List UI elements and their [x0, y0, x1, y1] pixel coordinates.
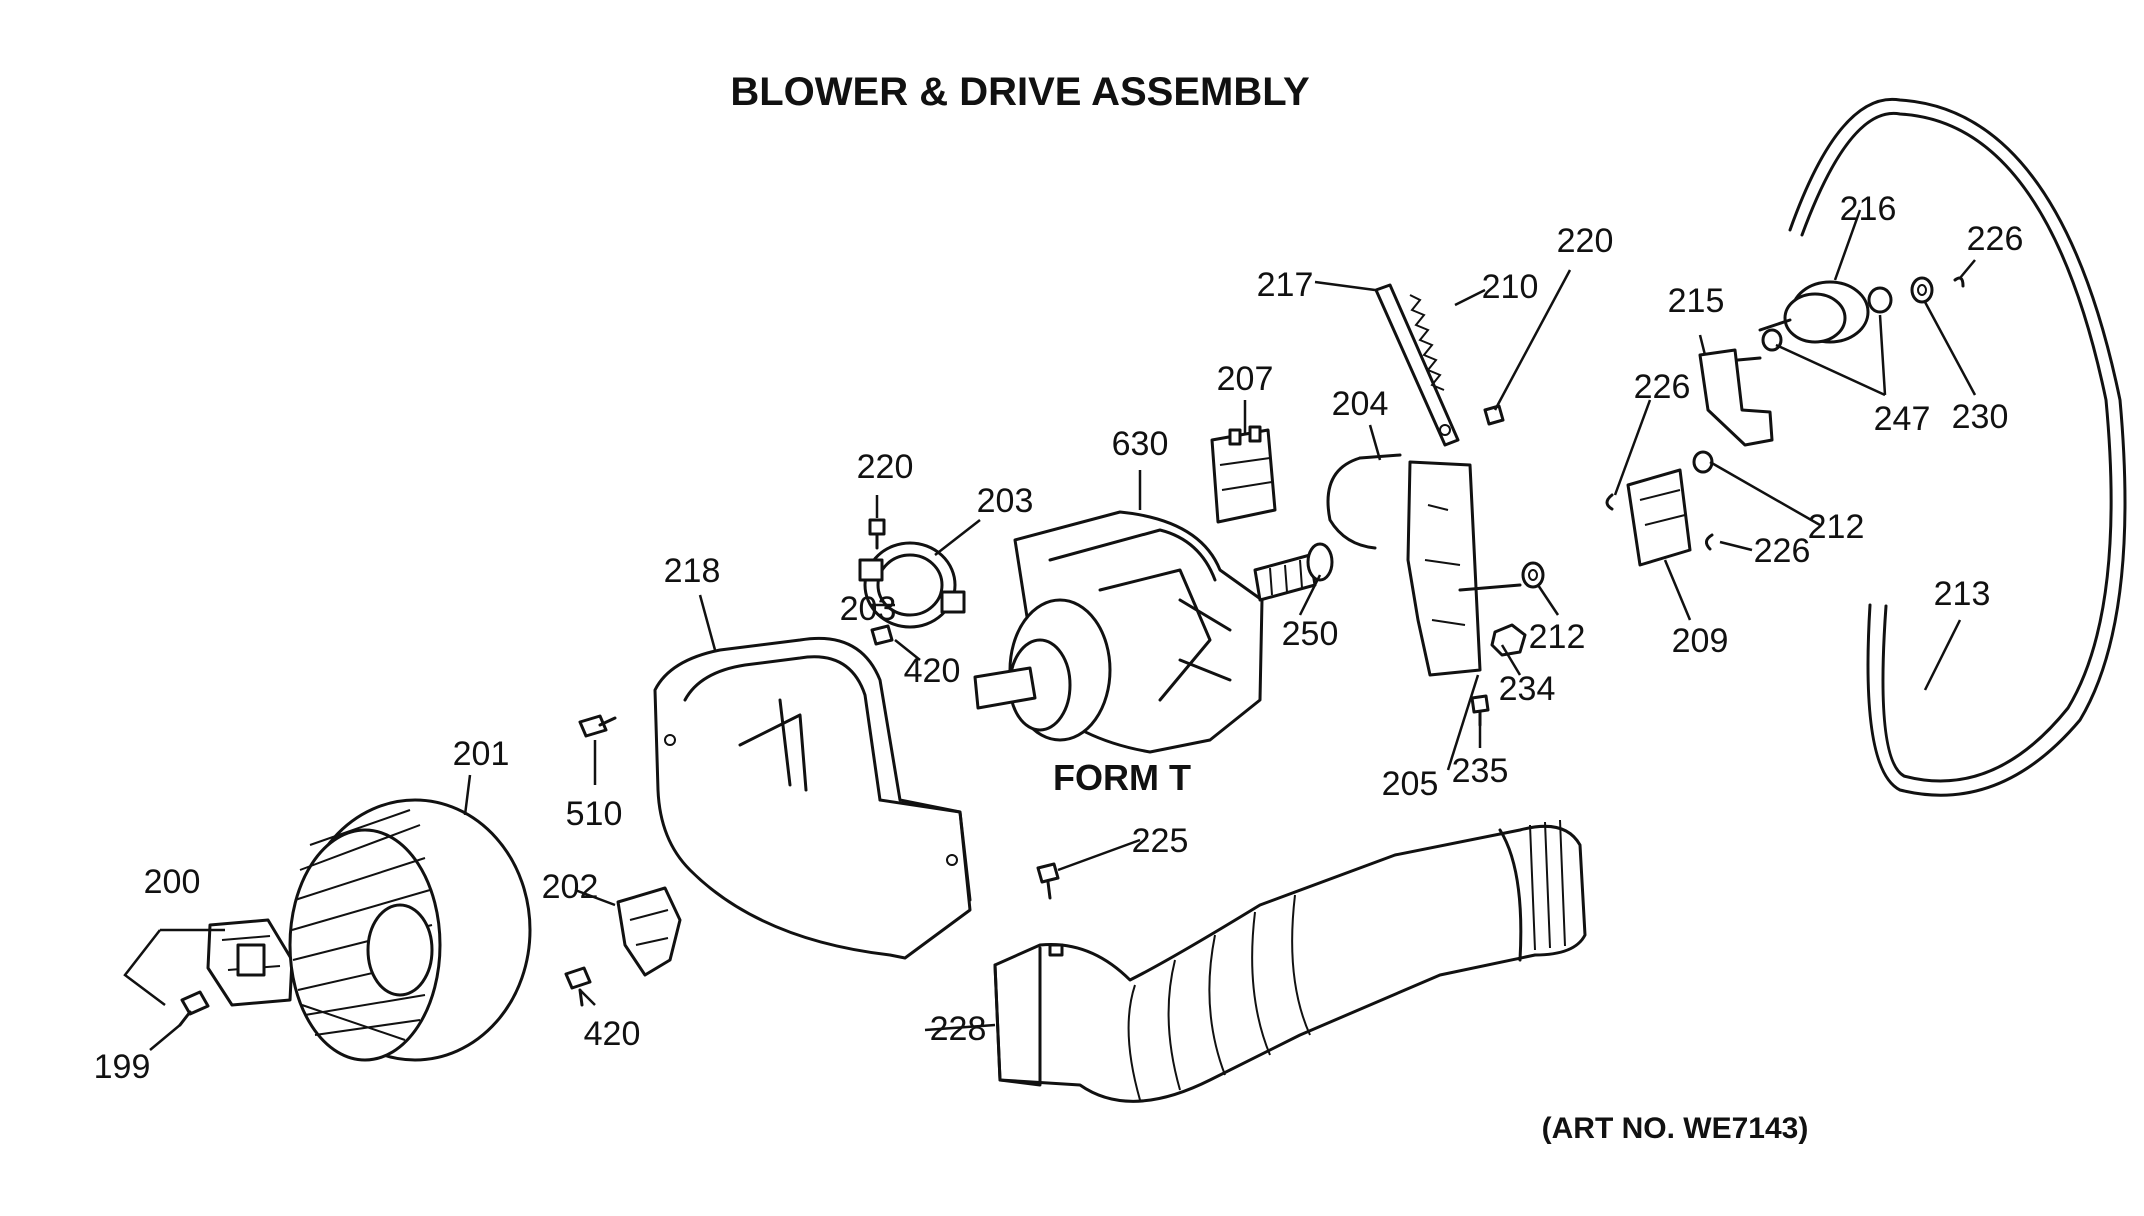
callout-205: 205: [1382, 765, 1439, 803]
idler-bracket-205: [1406, 460, 1522, 677]
callout-420-lower: 420: [584, 1015, 641, 1053]
nut-234: [1490, 623, 1527, 657]
callout-201: 201: [453, 735, 510, 773]
screw-235: [1470, 694, 1490, 727]
callout-226-lower: 226: [1754, 532, 1811, 570]
callout-217: 217: [1257, 266, 1314, 304]
clip-226-left: [1605, 493, 1614, 511]
diagram-title: BLOWER & DRIVE ASSEMBLY: [730, 70, 1310, 114]
screw-220-clamp: [868, 518, 886, 550]
callout-215: 215: [1668, 282, 1725, 320]
callout-226-top: 226: [1967, 220, 2024, 258]
drive-motor-630: [973, 510, 1334, 754]
bracket-209: [1626, 468, 1692, 567]
washer-212-right: [1692, 450, 1714, 474]
screw-420-lower: [564, 966, 592, 1007]
callout-235: 235: [1452, 752, 1509, 790]
callout-212-center: 212: [1529, 618, 1586, 656]
callout-207: 207: [1217, 360, 1274, 398]
bracket-200: [206, 918, 294, 1007]
switch-207: [1210, 425, 1277, 524]
washer-212-center: [1521, 561, 1545, 589]
washer-230: [1910, 276, 1934, 304]
blower-housing-218: [653, 636, 972, 960]
callout-226-left: 226: [1634, 368, 1691, 406]
blower-wheel-201: [288, 798, 532, 1062]
callout-218: 218: [664, 552, 721, 590]
callout-510: 510: [566, 795, 623, 833]
callout-420-upper: 420: [904, 652, 961, 690]
screw-510: [578, 714, 617, 738]
idler-arm-217: [1374, 283, 1460, 447]
callout-220-clamp: 220: [857, 448, 914, 486]
callout-225: 225: [1132, 822, 1189, 860]
clip-226-lower: [1705, 533, 1714, 551]
callout-228: 228: [930, 1010, 987, 1048]
exhaust-duct-228: [993, 819, 1587, 1103]
spring-210: [1409, 294, 1445, 391]
leader-lines: [123, 209, 1977, 1051]
callout-250: 250: [1282, 615, 1339, 653]
callout-200: 200: [144, 863, 201, 901]
callout-230: 230: [1952, 398, 2009, 436]
clip-202: [616, 886, 682, 977]
callout-212-right: 212: [1808, 508, 1865, 546]
screw-199: [178, 990, 210, 1027]
callout-213: 213: [1934, 575, 1991, 613]
screw-225: [1036, 862, 1060, 900]
callout-209: 209: [1672, 622, 1729, 660]
callout-202: 202: [542, 868, 599, 906]
callout-203-lower: 203: [840, 590, 897, 628]
callout-247: 247: [1874, 400, 1931, 438]
callout-204: 204: [1332, 385, 1389, 423]
clip-226-top: [1953, 276, 1965, 288]
model-label: FORM T: [1053, 757, 1191, 798]
callout-630: 630: [1112, 425, 1169, 463]
callout-210: 210: [1482, 268, 1539, 306]
clip-204: [1326, 453, 1402, 550]
callout-199: 199: [94, 1048, 151, 1086]
art-number: (ART NO. WE7143): [1542, 1112, 1809, 1145]
bracket-215: [1698, 348, 1774, 447]
callout-labels: 199 200 201 202 203 203 204 205 207 209 …: [94, 190, 2024, 1086]
callout-216: 216: [1840, 190, 1897, 228]
callout-220-arm: 220: [1557, 222, 1614, 260]
drive-belt-213: [1788, 97, 2127, 797]
bushing-247: [1761, 286, 1893, 352]
callout-234: 234: [1499, 670, 1556, 708]
callout-203-upper: 203: [977, 482, 1034, 520]
screw-420-upper: [870, 624, 894, 646]
screw-220-arm: [1483, 404, 1505, 426]
idler-pulley-216: [1758, 280, 1870, 344]
